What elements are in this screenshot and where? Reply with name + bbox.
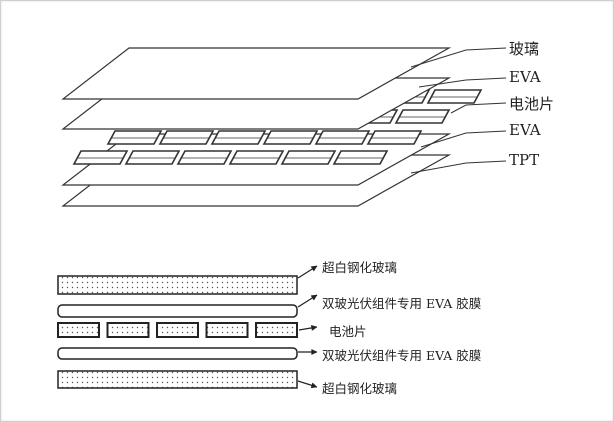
leader-line [420,130,507,148]
label-tpt: TPT [509,151,540,169]
label-glass: 玻璃 [509,40,540,58]
solar-cell [262,130,319,145]
solar-cell [210,130,267,145]
label-eva-top: EVA [509,68,541,86]
solar-cell [366,130,423,145]
label-eva-film-bottom: 双玻光伏组件专用 EVA 胶膜 [322,348,482,363]
label-eva-film-top: 双玻光伏组件专用 EVA 胶膜 [322,296,482,311]
arrow-head-icon [310,265,318,272]
cell-bar [255,322,298,338]
eva-film-top-bar [57,304,298,318]
solar-cell [124,150,181,165]
cell-bar [106,322,150,338]
solar-cell [158,130,215,145]
solar-cell [314,130,371,145]
arrow-head-icon [311,348,318,356]
solar-cell [72,150,129,165]
label-eva-bottom: EVA [509,121,541,139]
label-tempered-glass-top: 超白钢化玻璃 [322,260,398,275]
arrow-head-icon [310,324,318,331]
cell-bar [57,322,100,338]
solar-cell [106,130,163,145]
solar-cell [394,109,451,124]
arrow-head-icon [310,382,318,389]
cell-bar [205,322,249,338]
leader-line [410,160,507,174]
cell-bar [156,322,199,338]
solar-cell [228,150,285,165]
solar-cell [176,150,233,165]
solar-cell [332,150,389,165]
label-cells: 电池片 [509,95,555,113]
tempered-glass-top-bar [57,275,298,295]
eva-film-bottom-bar [57,347,298,360]
leader-line [410,47,507,68]
solar-cell [426,89,483,104]
leader-line [450,102,507,114]
arrow-head-icon [310,294,318,301]
solar-cell [280,150,337,165]
label-cells-section: 电池片 [329,324,367,339]
tempered-glass-bottom-bar [57,370,298,389]
label-tempered-glass-bottom: 超白钢化玻璃 [322,381,398,396]
leader-line [418,77,507,88]
glass-layer [61,47,452,100]
